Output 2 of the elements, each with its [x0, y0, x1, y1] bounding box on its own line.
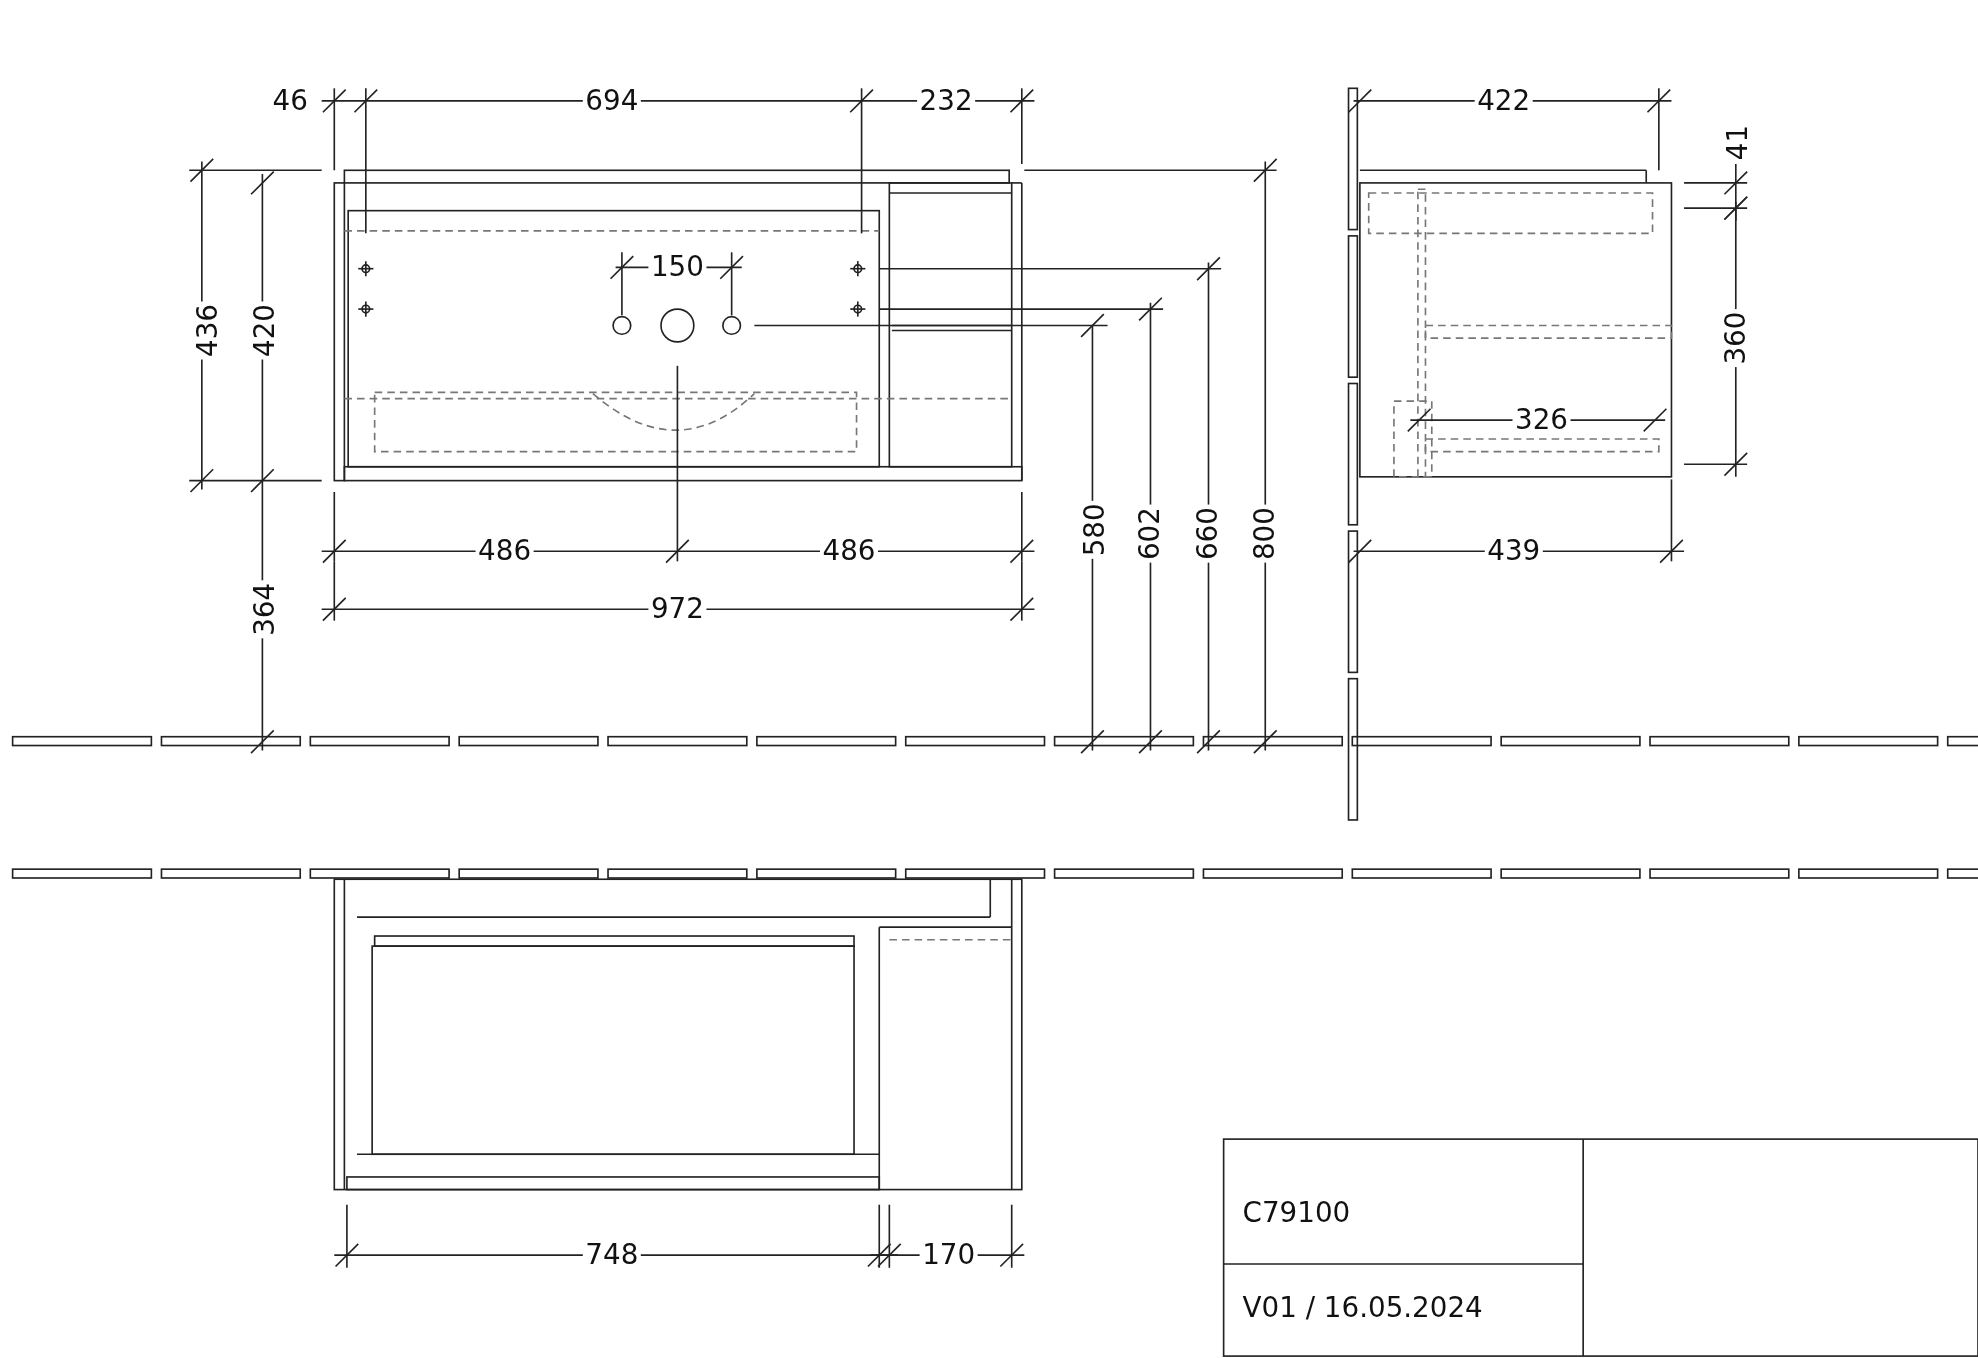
version-date: V01 / 16.05.2024 — [1241, 1294, 1484, 1323]
article-number: C79100 — [1241, 1199, 1352, 1228]
